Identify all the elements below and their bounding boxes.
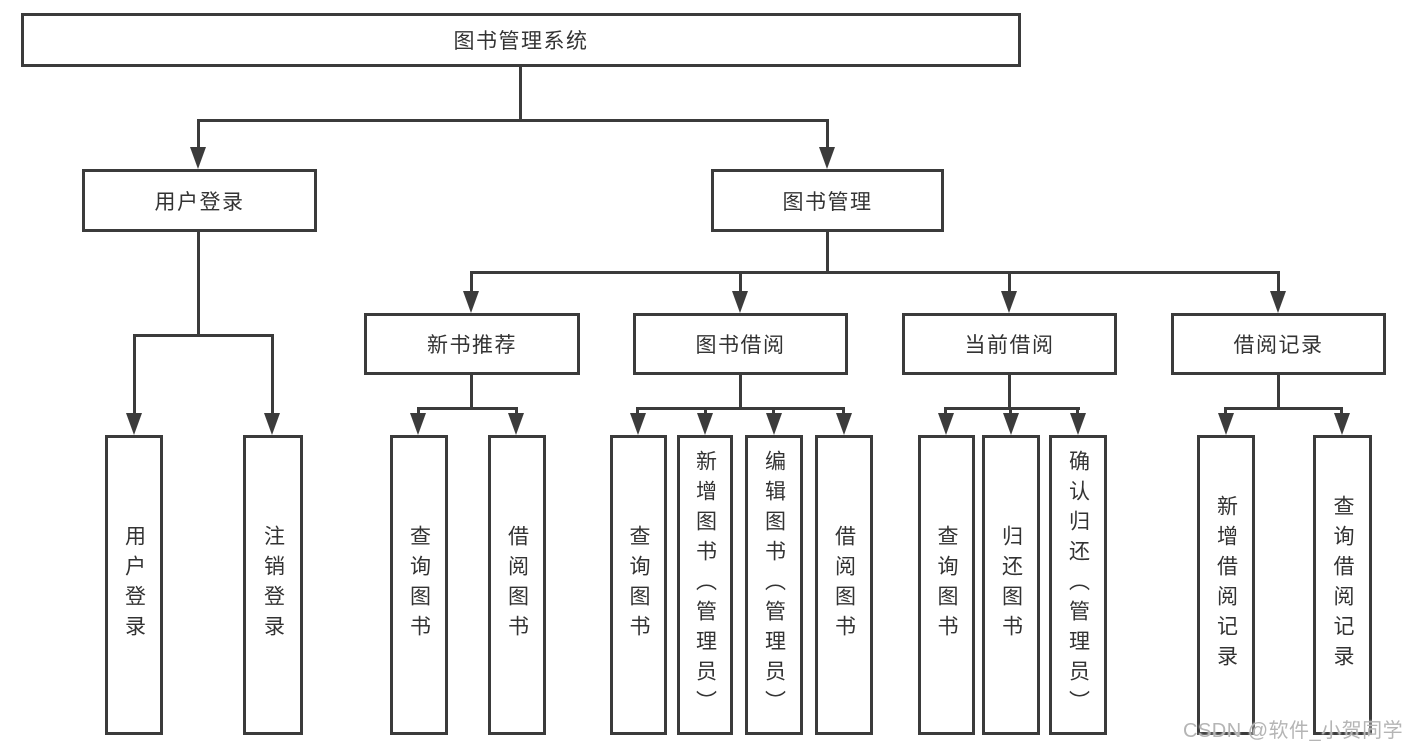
connector-records-bus bbox=[1224, 407, 1343, 410]
arrowhead-borrow-records bbox=[1270, 291, 1286, 313]
arrowhead-nb2 bbox=[508, 413, 524, 435]
connector-records-drop bbox=[1277, 375, 1280, 410]
connector-arm-bw2 bbox=[704, 407, 707, 417]
connector-user-login-bus bbox=[133, 334, 274, 337]
connector-arm-borrowing bbox=[739, 271, 742, 293]
node-new-books: 新书推荐 bbox=[364, 313, 580, 375]
arrowhead-leaf-logout bbox=[264, 413, 280, 435]
leaf-cb-confirm-return-admin: 确认归还（管理员） bbox=[1049, 435, 1107, 735]
connector-arm-new-books bbox=[470, 271, 473, 293]
csdn-watermark: CSDN @软件_小贺同学 bbox=[1183, 720, 1404, 742]
connector-arm-nb2 bbox=[515, 407, 518, 417]
arrowhead-cb3 bbox=[1070, 413, 1086, 435]
arrowhead-current-borrow bbox=[1001, 291, 1017, 313]
node-root-library-system: 图书管理系统 bbox=[21, 13, 1021, 67]
connector-current-bus bbox=[944, 407, 1080, 410]
leaf-bw-add-books-admin: 新增图书（管理员） bbox=[677, 435, 733, 735]
connector-borrowing-bus bbox=[636, 407, 845, 410]
connector-arm-bw1 bbox=[636, 407, 639, 417]
connector-arm-bw4 bbox=[842, 407, 845, 417]
connector-arm-leaf-logout bbox=[271, 334, 274, 416]
leaf-bw-query-books: 查询图书 bbox=[610, 435, 667, 735]
connector-current-drop bbox=[1008, 375, 1011, 410]
arrowhead-rc1 bbox=[1218, 413, 1234, 435]
connector-arm-leaf-login bbox=[133, 334, 136, 416]
connector-root-drop bbox=[519, 67, 522, 122]
arrowhead-bw2 bbox=[697, 413, 713, 435]
connector-arm-bw3 bbox=[772, 407, 775, 417]
connector-new-books-drop bbox=[470, 375, 473, 410]
connector-arm-user-login bbox=[197, 119, 200, 151]
leaf-bw-borrow-books: 借阅图书 bbox=[815, 435, 873, 735]
leaf-bw-edit-books-admin: 编辑图书（管理员） bbox=[745, 435, 803, 735]
arrowhead-cb2 bbox=[1003, 413, 1019, 435]
connector-arm-book-mgmt bbox=[826, 119, 829, 151]
node-book-mgmt: 图书管理 bbox=[711, 169, 944, 232]
connector-level2-bus bbox=[197, 119, 829, 122]
leaf-rc-query-record: 查询借阅记录 bbox=[1313, 435, 1372, 735]
arrowhead-bw3 bbox=[766, 413, 782, 435]
node-borrow-records: 借阅记录 bbox=[1171, 313, 1386, 375]
leaf-logout: 注销登录 bbox=[243, 435, 303, 735]
connector-arm-cb3 bbox=[1076, 407, 1079, 417]
leaf-cb-query-books: 查询图书 bbox=[918, 435, 975, 735]
connector-borrowing-drop bbox=[739, 375, 742, 410]
arrowhead-cb1 bbox=[938, 413, 954, 435]
leaf-user-login: 用户登录 bbox=[105, 435, 163, 735]
connector-arm-cb2 bbox=[1009, 407, 1012, 417]
connector-arm-cb1 bbox=[944, 407, 947, 417]
connector-level3-bus bbox=[470, 271, 1280, 274]
arrowhead-book-mgmt bbox=[819, 147, 835, 169]
arrowhead-leaf-login bbox=[126, 413, 142, 435]
connector-new-books-bus bbox=[417, 407, 518, 410]
connector-user-login-drop bbox=[197, 232, 200, 337]
arrowhead-user-login bbox=[190, 147, 206, 169]
arrowhead-bw4 bbox=[836, 413, 852, 435]
leaf-cb-return-books: 归还图书 bbox=[982, 435, 1040, 735]
arrowhead-bw1 bbox=[630, 413, 646, 435]
connector-arm-rc1 bbox=[1224, 407, 1227, 417]
connector-arm-current-borrow bbox=[1008, 271, 1011, 293]
leaf-rc-add-record: 新增借阅记录 bbox=[1197, 435, 1255, 735]
leaf-nb-borrow-books: 借阅图书 bbox=[488, 435, 546, 735]
node-borrowing: 图书借阅 bbox=[633, 313, 848, 375]
arrowhead-rc2 bbox=[1334, 413, 1350, 435]
connector-book-mgmt-drop bbox=[826, 232, 829, 274]
connector-arm-nb1 bbox=[417, 407, 420, 417]
connector-arm-rc2 bbox=[1340, 407, 1343, 417]
node-user-login: 用户登录 bbox=[82, 169, 317, 232]
leaf-nb-query-books: 查询图书 bbox=[390, 435, 448, 735]
connector-arm-borrow-records bbox=[1277, 271, 1280, 293]
arrowhead-nb1 bbox=[410, 413, 426, 435]
arrowhead-new-books bbox=[463, 291, 479, 313]
node-current-borrow: 当前借阅 bbox=[902, 313, 1117, 375]
arrowhead-borrowing bbox=[732, 291, 748, 313]
